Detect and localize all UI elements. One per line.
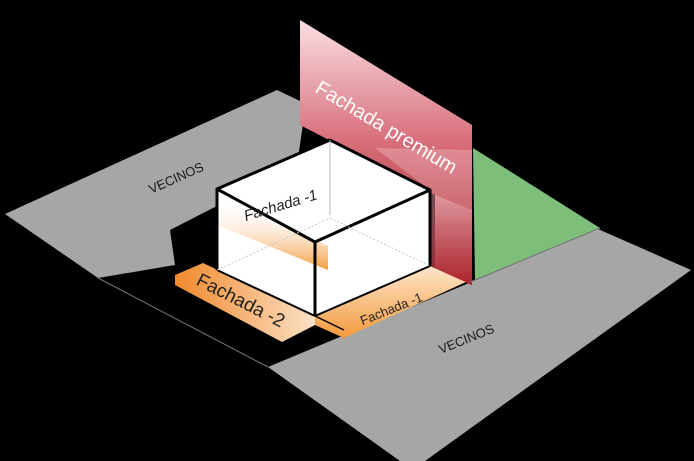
hidden-edges bbox=[216, 217, 431, 271]
neighbors-bottom-lot bbox=[268, 229, 691, 461]
facade-back-band bbox=[217, 200, 328, 270]
neighbors-top-lot bbox=[5, 90, 323, 278]
green-zone bbox=[473, 148, 600, 280]
premium-overlay bbox=[375, 148, 472, 285]
building-edges bbox=[215, 138, 432, 331]
facade-side-band bbox=[175, 263, 315, 342]
building-right-face bbox=[315, 190, 430, 316]
lot-edges bbox=[97, 227, 601, 368]
facade-front-band bbox=[315, 266, 466, 338]
